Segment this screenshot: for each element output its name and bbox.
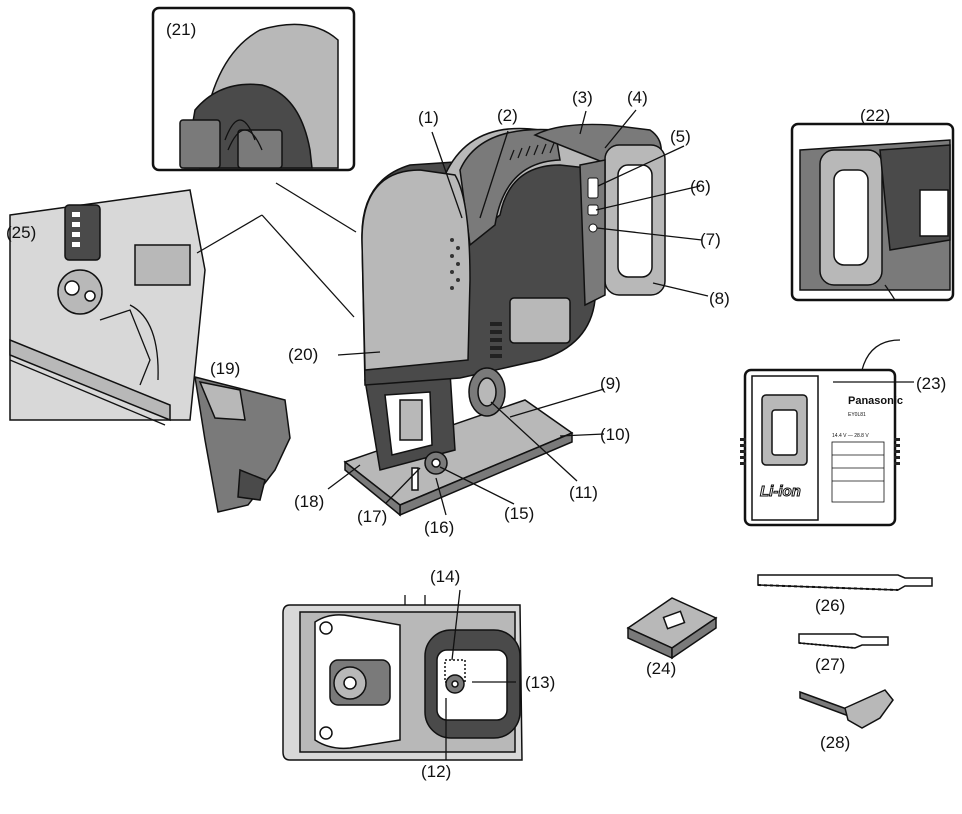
base-plate-bottom-view: [282, 595, 523, 761]
label-26: (26): [815, 596, 845, 615]
long-blade-part: [757, 574, 933, 591]
label-10: (10): [600, 425, 630, 444]
label-28: (28): [820, 733, 850, 752]
inset-right-detail: [790, 122, 955, 302]
label-27: (27): [815, 655, 845, 674]
label-15: (15): [504, 504, 534, 523]
hex-wrench-part: [799, 689, 894, 729]
label-8: (8): [709, 289, 730, 308]
charger-model: EY0L81: [848, 412, 866, 418]
jigsaw-main-illustration: [343, 123, 666, 517]
inset-left-callout-line-b: [261, 214, 355, 318]
label-14: (14): [430, 567, 460, 586]
charger-brand: Panasonic: [848, 395, 903, 407]
short-blade-part: [798, 633, 889, 649]
charger-part: Panasonic EY0L81 14.4 V — 28.8 V Li-ion: [740, 339, 914, 527]
inset-left-detail: [9, 189, 206, 426]
label-23: (23): [916, 374, 946, 393]
shoe-cover-part: [626, 597, 718, 660]
inset-top-callout-line: [275, 182, 357, 233]
label-20: (20): [288, 345, 318, 364]
label-9: (9): [600, 374, 621, 393]
label-7: (7): [700, 230, 721, 249]
label-12: (12): [421, 762, 451, 781]
label-4: (4): [627, 88, 648, 107]
callout-labels: (21) (1) (2) (3) (4) (5) (6) (7) (8) (9)…: [6, 20, 946, 781]
label-16: (16): [424, 518, 454, 537]
blade-holder-part: [194, 375, 291, 513]
charger-battery-type: Li-ion: [760, 483, 801, 500]
label-11: (11): [569, 483, 598, 502]
label-3: (3): [572, 88, 593, 107]
label-24: (24): [646, 659, 676, 678]
inset-top-detail: [151, 6, 356, 172]
label-1: (1): [418, 108, 439, 127]
inset-left-callout-line-a: [196, 214, 263, 254]
label-6: (6): [690, 177, 711, 196]
charger-voltage: 14.4 V — 28.8 V: [832, 433, 869, 439]
leader-lines-main: [327, 109, 709, 516]
label-19: (19): [210, 359, 240, 378]
label-18: (18): [294, 492, 324, 511]
label-21: (21): [166, 20, 196, 39]
leader-lines-bottom: [445, 589, 516, 760]
label-5: (5): [670, 127, 691, 146]
label-2: (2): [497, 106, 518, 125]
label-17: (17): [357, 507, 387, 526]
label-22: (22): [860, 106, 890, 125]
label-25: (25): [6, 223, 36, 242]
label-13: (13): [525, 673, 555, 692]
charger-indicator-panel: [831, 441, 885, 503]
